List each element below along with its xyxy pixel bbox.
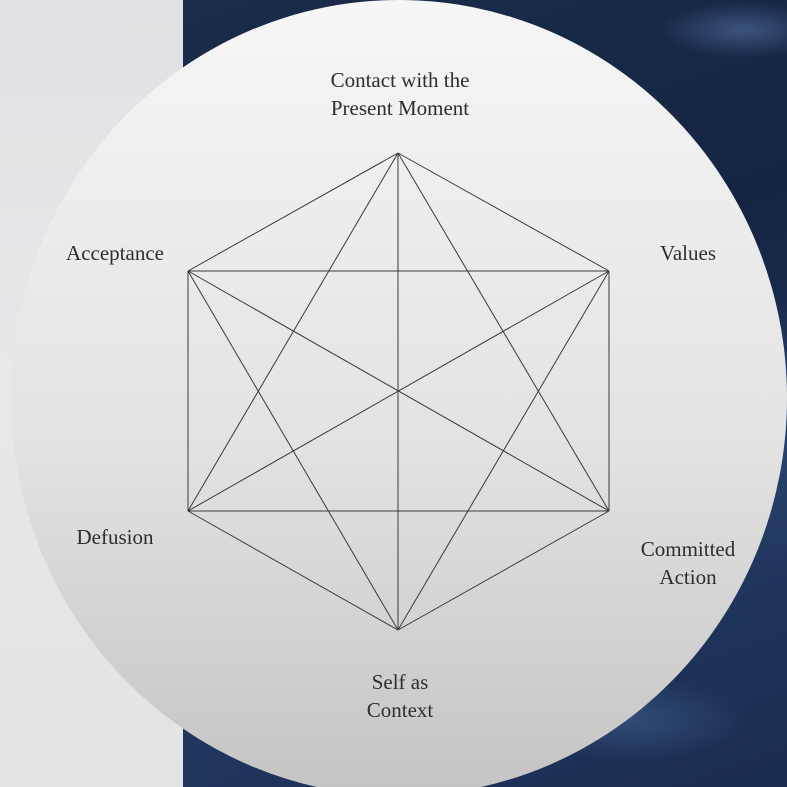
label-line: Present Moment xyxy=(330,96,470,120)
connector-top-to-upper-right xyxy=(397,152,610,272)
label-defusion: Defusion xyxy=(55,523,175,551)
label-line: Values xyxy=(660,241,716,265)
label-line: Context xyxy=(366,698,434,722)
label-line: Defusion xyxy=(76,525,154,549)
hexagon-lines xyxy=(187,152,610,631)
connector-bottom-to-upper-left xyxy=(187,270,399,631)
label-line: Action xyxy=(659,565,717,589)
label-line: Self as xyxy=(371,670,429,694)
background-disc xyxy=(11,0,787,787)
label-line: Acceptance xyxy=(66,241,164,265)
connector-bottom-to-lower-left xyxy=(187,510,399,631)
connector-lower-right-to-bottom xyxy=(397,510,610,631)
label-values: Values xyxy=(638,239,738,267)
label-acceptance: Acceptance xyxy=(50,239,180,267)
label-line: Contact with the xyxy=(330,68,470,92)
label-self-as-context: Self as Context xyxy=(330,668,470,724)
label-committed-action: Committed Action xyxy=(618,535,758,591)
label-contact-with-present-moment: Contact with the Present Moment xyxy=(300,66,500,122)
connector-lower-right-to-upper-left xyxy=(187,270,610,512)
label-line: Committed xyxy=(640,537,736,561)
connector-top-to-lower-left xyxy=(187,152,399,512)
connector-top-to-upper-left xyxy=(187,152,399,272)
connector-top-to-lower-right xyxy=(397,152,610,512)
